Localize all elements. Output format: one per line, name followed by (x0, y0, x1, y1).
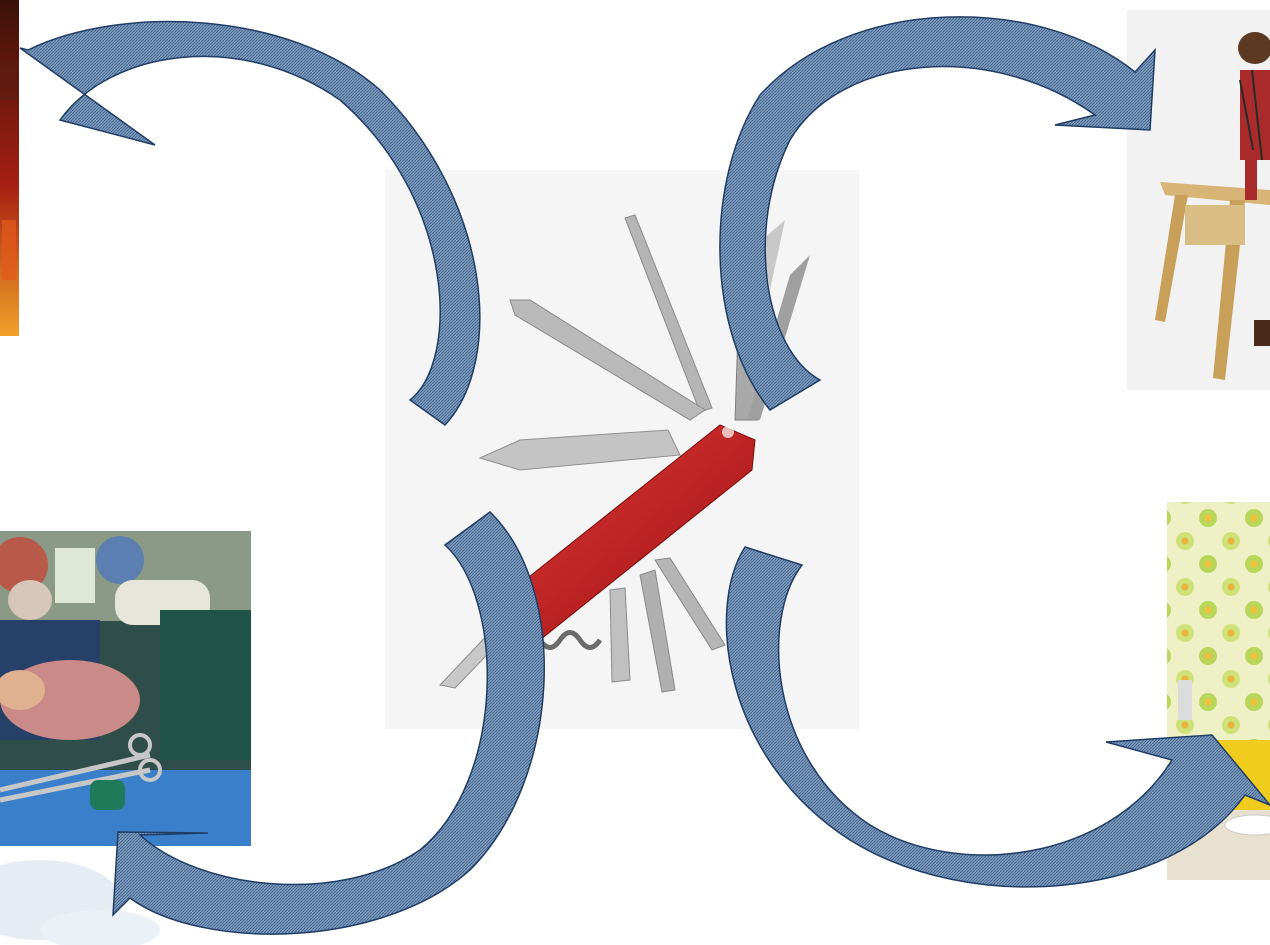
photo-top-left (0, 0, 19, 336)
photo-bottom-left (0, 531, 251, 846)
